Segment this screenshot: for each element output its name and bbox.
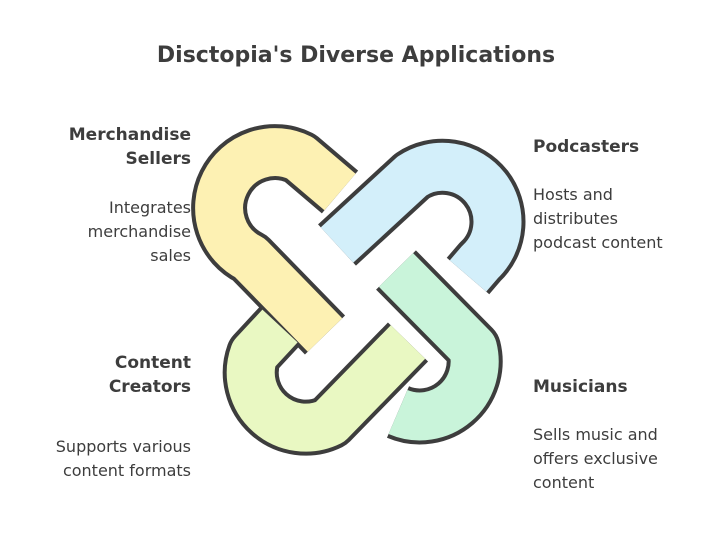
content-creators-loop-fill <box>226 309 426 452</box>
description-line: content formats <box>62 461 191 480</box>
heading-line: Merchandise <box>68 125 191 145</box>
merchandise-loop-fill <box>195 128 356 352</box>
description-line: Supports various <box>55 437 191 456</box>
podcasters-heading: Podcasters <box>533 135 703 159</box>
content-creators-heading: Content Creators <box>30 351 191 399</box>
description-line: Integrates <box>109 198 191 217</box>
description-line: offers exclusive <box>533 449 658 468</box>
musicians-loop-fill <box>378 253 499 441</box>
podcasters-loop <box>318 138 526 295</box>
heading-line: Sellers <box>125 149 191 169</box>
podcasters-description: Hosts and distributes podcast content <box>533 183 708 255</box>
musicians-loop <box>376 250 503 445</box>
description-line: distributes <box>533 209 618 228</box>
description-line: Sells music and <box>533 425 658 444</box>
description-line: Hosts and <box>533 185 613 204</box>
merchandise-sellers-description: Integrates merchandise sales <box>30 196 191 268</box>
musicians-description: Sells music and offers exclusive content <box>533 423 708 495</box>
description-line: content <box>533 473 595 492</box>
heading-line: Content <box>114 353 191 373</box>
merchandise-sellers-heading: Merchandise Sellers <box>30 123 191 171</box>
content-creators-loop <box>222 306 429 456</box>
musicians-heading: Musicians <box>533 375 703 399</box>
podcasters-loop-fill <box>320 142 522 292</box>
content-creators-description: Supports various content formats <box>20 435 191 483</box>
heading-line: Creators <box>108 377 191 397</box>
description-line: merchandise <box>87 222 191 241</box>
description-line: sales <box>150 246 191 265</box>
heading-line: Musicians <box>533 377 628 397</box>
description-line: podcast content <box>533 233 663 252</box>
heading-line: Podcasters <box>533 137 640 157</box>
merchandise-loop <box>191 124 359 355</box>
diagram-title: Disctopia's Diverse Applications <box>156 43 556 68</box>
